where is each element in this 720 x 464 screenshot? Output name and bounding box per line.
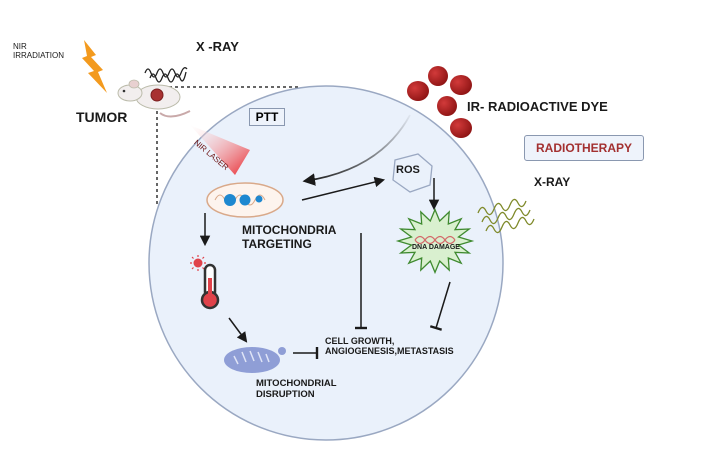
cell-growth-line2: ANGIOGENESIS,METASTASIS	[325, 346, 454, 357]
nir-irradiation-label: NIR IRRADIATION	[13, 42, 64, 60]
nir-irradiation-line2: IRRADIATION	[13, 51, 64, 61]
dna-damage-label: DNA DAMAGE	[412, 244, 460, 251]
heat-icon	[190, 255, 206, 271]
mito-to-ros-arrow	[301, 176, 386, 201]
nir-irradiation-line1: NIR	[13, 42, 27, 51]
cell-growth-label: CELL GROWTH, ANGIOGENESIS,METASTASIS	[325, 336, 454, 357]
mouse-icon	[117, 79, 191, 118]
ptt-label: PTT	[249, 108, 285, 126]
lightning-icon	[82, 40, 107, 93]
cell-growth-line1: CELL GROWTH,	[325, 336, 395, 346]
nir-laser-beam	[190, 125, 250, 175]
mito-targeting-line1: MITOCHONDRIA	[242, 223, 337, 237]
mitochondrion-icon	[206, 182, 284, 218]
ros-shape	[392, 153, 433, 193]
xray-wave-icon	[144, 67, 188, 83]
xray-top-label: X -RAY	[196, 39, 239, 54]
heat-to-disruption-arrow	[228, 317, 248, 343]
mito-targeting-line2: TARGETING	[242, 236, 312, 251]
mitochondrial-disruption-label: MITOCHONDRIAL DISRUPTION	[256, 378, 337, 401]
thermometer-icon	[200, 263, 220, 310]
radioactive-dye-icon	[407, 66, 472, 138]
radiotherapy-label: RADIOTHERAPY	[524, 135, 644, 161]
mito-disruption-line2: DISRUPTION	[256, 388, 315, 400]
mitochondria-targeting-label: MITOCHONDRIA TARGETING	[242, 223, 337, 252]
xray-right-label: X-RAY	[534, 175, 571, 189]
ros-label: ROS	[396, 164, 420, 176]
dye-entry-arrow	[302, 114, 411, 186]
ir-dye-label: IR- RADIOACTIVE DYE	[467, 99, 608, 114]
dna-helix-icon	[414, 235, 456, 245]
disrupted-mitochondrion-icon	[224, 347, 286, 373]
tumor-label: TUMOR	[76, 109, 128, 125]
dna-inhibits-line	[429, 281, 451, 331]
xray-wave-right-icon	[477, 198, 535, 234]
mito-disruption-line1: MITOCHONDRIAL	[256, 378, 337, 389]
